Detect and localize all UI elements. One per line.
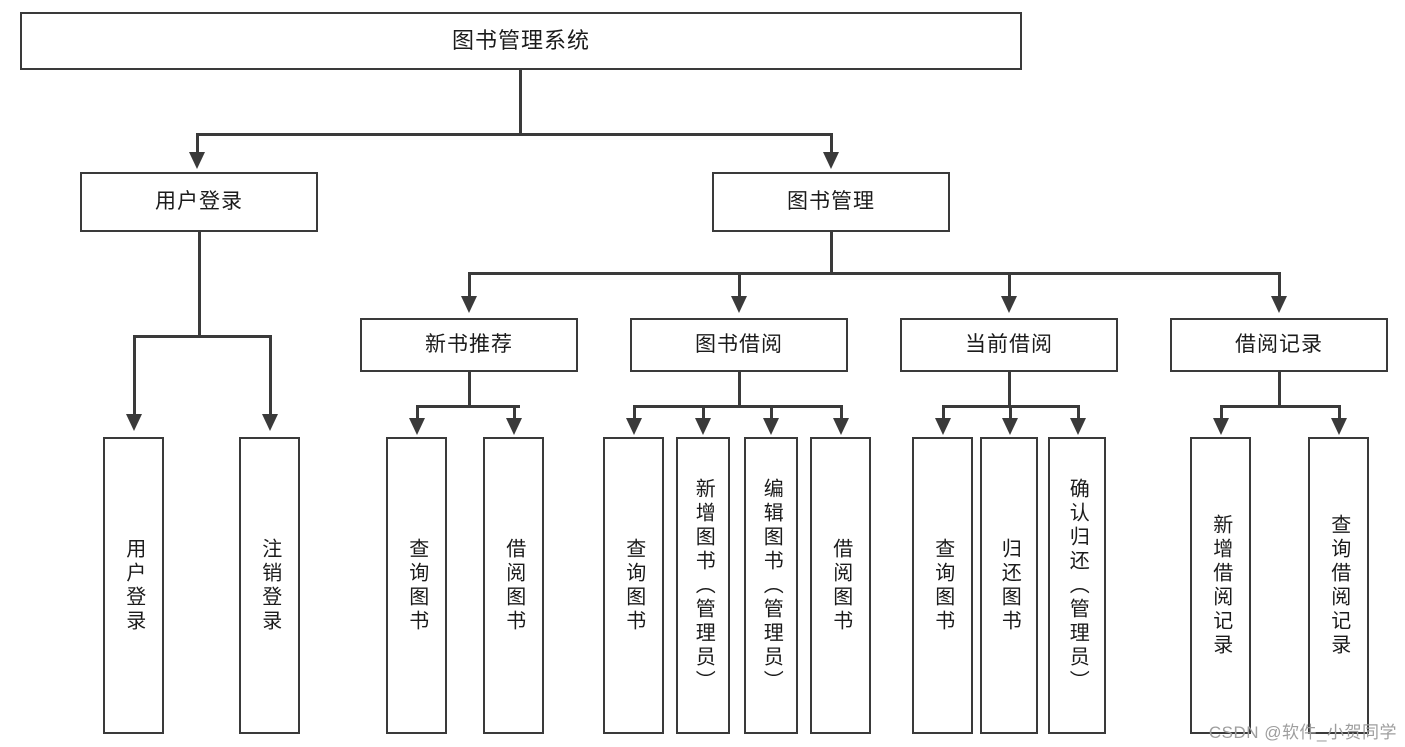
connector-borrow-leaf-4 (840, 405, 843, 420)
node-label: 查询图书 (405, 537, 428, 634)
connector-root-to-user-login (196, 133, 199, 156)
connector-borrow-stem (738, 372, 741, 407)
arrowhead-recommend-leaf-2 (506, 418, 522, 435)
node-label: 查询图书 (622, 537, 645, 634)
connector-borrow-leaf-2 (702, 405, 705, 420)
leaf-borrow-borrow-book[interactable]: 借阅图书 (810, 437, 871, 734)
connector-user-login-bus (133, 335, 271, 338)
connector-book-mgmt-stem (830, 232, 833, 274)
leaf-borrow-query-book[interactable]: 查询图书 (603, 437, 664, 734)
node-label: 借阅记录 (1235, 332, 1323, 356)
connector-user-login-stem (198, 232, 201, 337)
arrowhead-book-mgmt-borrow (731, 296, 747, 313)
connector-book-mgmt-bus (468, 272, 1280, 275)
arrowhead-borrow-leaf-1 (626, 418, 642, 435)
node-root-system[interactable]: 图书管理系统 (20, 12, 1022, 70)
arrowhead-book-mgmt-recommend (461, 296, 477, 313)
arrowhead-user-login-leaf-2 (262, 414, 278, 431)
node-borrow-record[interactable]: 借阅记录 (1170, 318, 1388, 372)
arrowhead-book-mgmt-current (1001, 296, 1017, 313)
connector-recommend-leaf-2 (513, 405, 516, 420)
arrowhead-current-leaf-1 (935, 418, 951, 435)
arrowhead-current-leaf-2 (1002, 418, 1018, 435)
node-label: 注销登录 (258, 537, 281, 634)
node-new-book-recommend[interactable]: 新书推荐 (360, 318, 578, 372)
node-label: 归还图书 (998, 537, 1021, 634)
arrowhead-record-leaf-1 (1213, 418, 1229, 435)
connector-record-stem (1278, 372, 1281, 407)
connector-current-leaf-1 (942, 405, 945, 420)
leaf-record-add-record[interactable]: 新增借阅记录 (1190, 437, 1251, 734)
connector-book-mgmt-to-record (1278, 272, 1281, 298)
connector-root-bus (196, 133, 833, 136)
node-label: 查询借阅记录 (1327, 513, 1350, 658)
node-label: 查询图书 (931, 537, 954, 634)
node-label: 新增借阅记录 (1209, 513, 1232, 658)
node-label: 新增图书（管理员） (692, 477, 715, 694)
arrowhead-borrow-leaf-2 (695, 418, 711, 435)
connector-user-login-to-leaf-2 (269, 335, 272, 417)
connector-borrow-bus (633, 405, 842, 408)
connector-recommend-leaf-1 (416, 405, 419, 420)
node-label: 借阅图书 (502, 537, 525, 634)
arrowhead-record-leaf-2 (1331, 418, 1347, 435)
leaf-record-query-record[interactable]: 查询借阅记录 (1308, 437, 1369, 734)
node-label: 图书借阅 (695, 332, 783, 356)
connector-borrow-leaf-3 (770, 405, 773, 420)
leaf-borrow-edit-book-admin[interactable]: 编辑图书（管理员） (744, 437, 798, 734)
leaf-recommend-borrow-book[interactable]: 借阅图书 (483, 437, 544, 734)
arrowhead-root-to-book-mgmt (823, 152, 839, 169)
connector-book-mgmt-to-borrow (738, 272, 741, 298)
connector-record-leaf-1 (1220, 405, 1223, 420)
arrowhead-recommend-leaf-1 (409, 418, 425, 435)
connector-root-to-book-mgmt (830, 133, 833, 156)
node-current-borrow[interactable]: 当前借阅 (900, 318, 1118, 372)
leaf-current-return-book[interactable]: 归还图书 (980, 437, 1038, 734)
arrowhead-current-leaf-3 (1070, 418, 1086, 435)
node-label: 用户登录 (155, 189, 243, 213)
arrowhead-root-to-user-login (189, 152, 205, 169)
connector-recommend-bus (416, 405, 520, 408)
connector-user-login-to-leaf-1 (133, 335, 136, 417)
node-book-borrow[interactable]: 图书借阅 (630, 318, 848, 372)
connector-record-bus (1220, 405, 1340, 408)
connector-current-leaf-3 (1077, 405, 1080, 420)
connector-book-mgmt-to-current (1008, 272, 1011, 298)
arrowhead-user-login-leaf-1 (126, 414, 142, 431)
leaf-user-login-login[interactable]: 用户登录 (103, 437, 164, 734)
node-label: 当前借阅 (965, 332, 1053, 356)
leaf-current-query-book[interactable]: 查询图书 (912, 437, 973, 734)
leaf-current-confirm-return-admin[interactable]: 确认归还（管理员） (1048, 437, 1106, 734)
node-label: 用户登录 (122, 537, 145, 634)
connector-book-mgmt-to-recommend (468, 272, 471, 298)
connector-record-leaf-2 (1338, 405, 1341, 420)
node-book-management[interactable]: 图书管理 (712, 172, 950, 232)
leaf-borrow-add-book-admin[interactable]: 新增图书（管理员） (676, 437, 730, 734)
node-label: 借阅图书 (829, 537, 852, 634)
node-user-login[interactable]: 用户登录 (80, 172, 318, 232)
leaf-recommend-query-book[interactable]: 查询图书 (386, 437, 447, 734)
node-label: 编辑图书（管理员） (760, 477, 783, 694)
node-label: 确认归还（管理员） (1066, 477, 1089, 694)
watermark-text: CSDN @软件_小贺同学 (1208, 723, 1397, 742)
connector-current-stem (1008, 372, 1011, 407)
node-label: 图书管理 (787, 189, 875, 213)
connector-recommend-stem (468, 372, 471, 407)
connector-borrow-leaf-1 (633, 405, 636, 420)
arrowhead-borrow-leaf-3 (763, 418, 779, 435)
node-label: 图书管理系统 (451, 28, 590, 54)
node-label: 新书推荐 (425, 332, 513, 356)
connector-current-leaf-2 (1009, 405, 1012, 420)
arrowhead-book-mgmt-record (1271, 296, 1287, 313)
leaf-user-login-logout[interactable]: 注销登录 (239, 437, 300, 734)
connector-root-stem (519, 70, 522, 135)
arrowhead-borrow-leaf-4 (833, 418, 849, 435)
